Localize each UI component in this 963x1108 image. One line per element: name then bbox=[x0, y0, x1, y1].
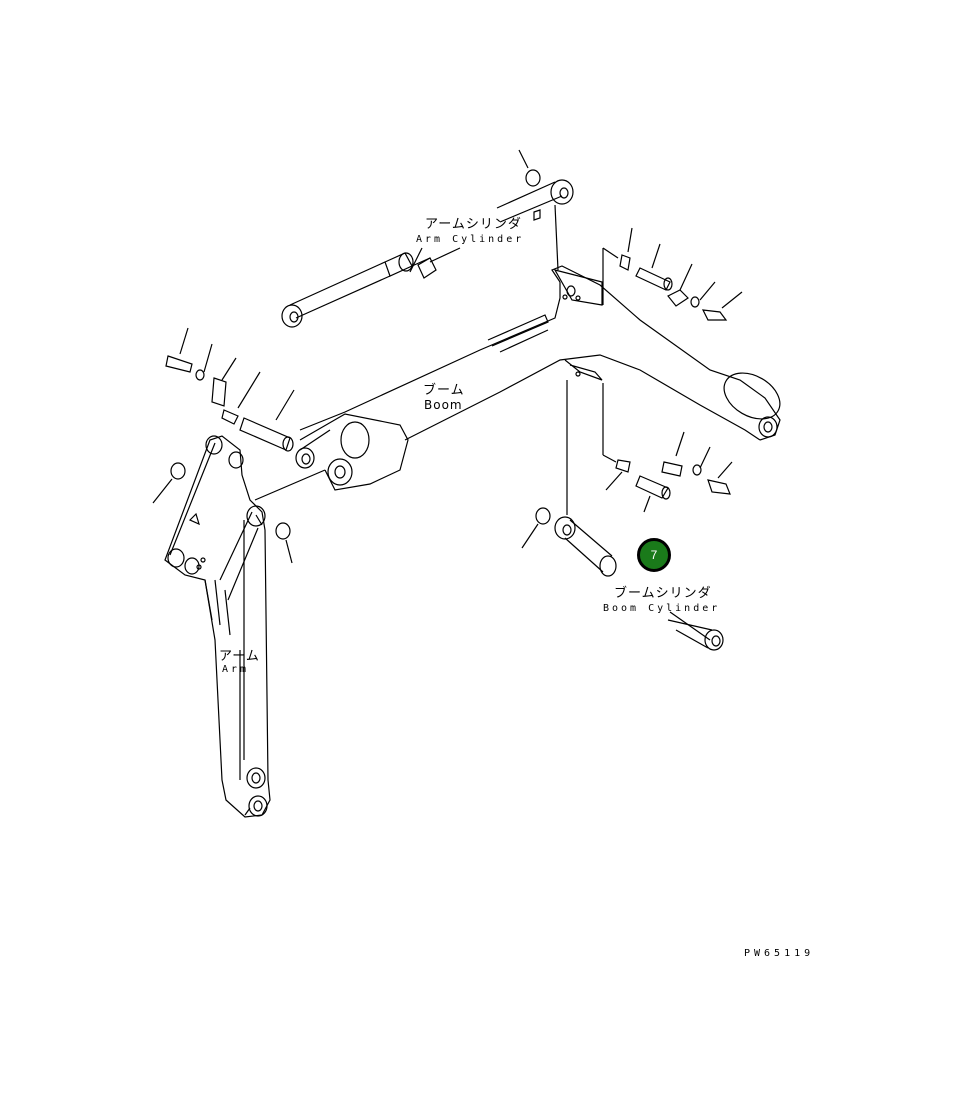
boom-cylinder-label-en: Boom Cylinder bbox=[603, 603, 721, 614]
mid-pin-assembly bbox=[602, 383, 733, 513]
boom-label-jp: ブーム bbox=[423, 383, 465, 398]
washers bbox=[152, 149, 551, 564]
boom bbox=[254, 265, 781, 501]
callout-marker[interactable]: 7 bbox=[637, 538, 671, 572]
boom-label-en: Boom bbox=[424, 398, 463, 412]
top-pin-assembly bbox=[602, 227, 743, 321]
left-pin-assembly bbox=[165, 327, 295, 452]
arm-cylinder-label-en: Arm Cylinder bbox=[416, 234, 525, 245]
arm bbox=[164, 435, 271, 818]
arm-label-en: Arm bbox=[222, 664, 250, 675]
leader-lines bbox=[409, 204, 711, 641]
drawing-code: PW65119 bbox=[744, 948, 815, 959]
arm-cylinder-label-jp: アームシリンダ bbox=[425, 217, 522, 232]
boom-cylinder-label-jp: ブームシリンダ bbox=[614, 586, 712, 601]
arm-cylinder bbox=[281, 179, 574, 328]
arm-label-jp: アーム bbox=[219, 649, 260, 664]
boom-cylinder bbox=[554, 516, 724, 651]
callout-number: 7 bbox=[650, 548, 658, 562]
